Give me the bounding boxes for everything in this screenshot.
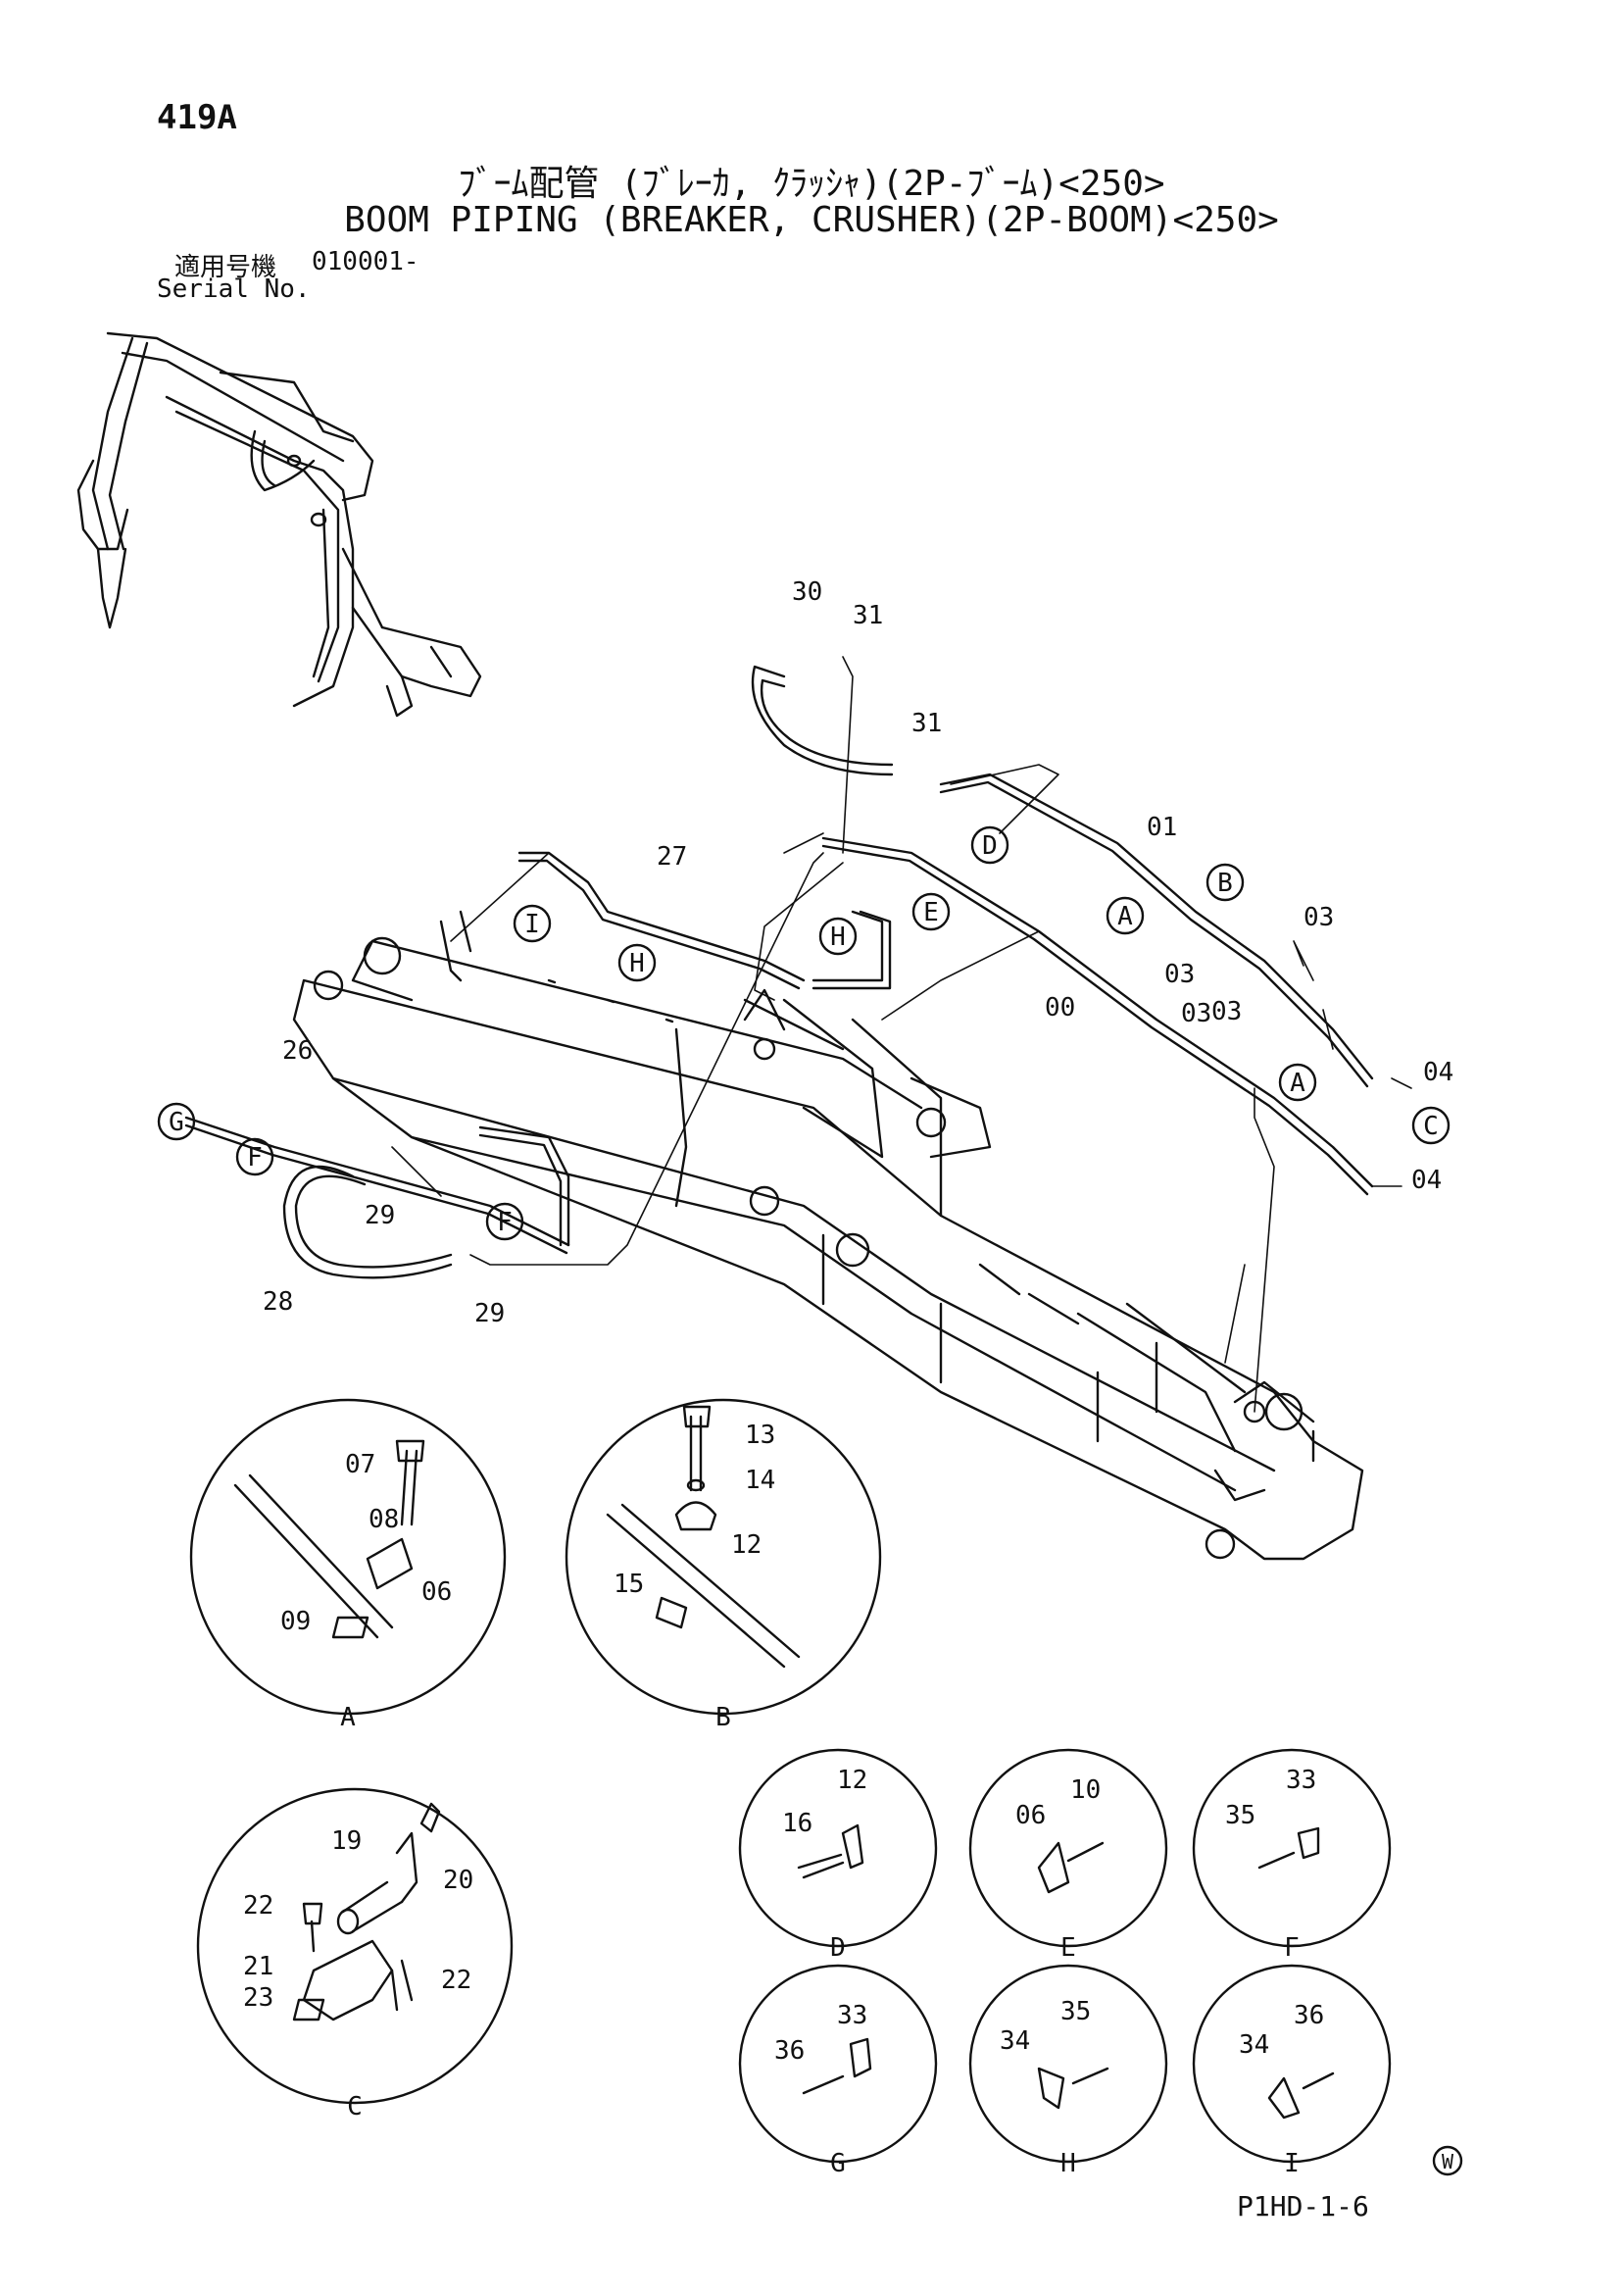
footer-mark-circle <box>1432 2145 1463 2176</box>
detail-view-label: G <box>830 2149 846 2178</box>
view-marker-label: G <box>169 1108 184 1137</box>
detail-view-label: D <box>830 1933 846 1963</box>
boom-assembly <box>292 910 1364 1561</box>
callout-label: 06 <box>421 1577 452 1607</box>
serial-number-value: 010001- <box>312 247 419 276</box>
footer-mark: W <box>1442 2150 1454 2173</box>
callout-label: 03 <box>1164 960 1195 989</box>
machine-overview-sketch <box>76 331 482 718</box>
view-marker-label: A <box>1117 902 1133 931</box>
callout-label: 01 <box>1147 813 1177 842</box>
callout-label: 30 <box>792 577 822 607</box>
callout-label: 16 <box>782 1809 812 1838</box>
callout-label: 22 <box>243 1891 273 1921</box>
callout-label: 10 <box>1070 1775 1101 1805</box>
detail-view-label: E <box>1060 1933 1076 1963</box>
callout-label: 13 <box>745 1421 775 1450</box>
view-marker-label: A <box>1290 1069 1305 1098</box>
main-callouts: 30 31 31 01 27 03 03 03 03 00 04 04 26 2… <box>263 577 1453 1328</box>
callout-label: 33 <box>1286 1766 1316 1795</box>
title-english: BOOM PIPING (BREAKER, CRUSHER)(2P-BOOM)<… <box>344 200 1279 240</box>
callout-label: 19 <box>331 1826 362 1856</box>
callout-label: 29 <box>474 1299 505 1328</box>
detail-view-label: I <box>1284 2149 1300 2178</box>
view-marker-label: C <box>1423 1112 1439 1141</box>
view-marker-label: F <box>247 1143 263 1173</box>
view-marker-label: F <box>497 1208 513 1237</box>
detail-view-label: B <box>715 1703 731 1732</box>
callout-label: 15 <box>614 1570 644 1599</box>
callout-label: 06 <box>1015 1801 1046 1830</box>
detail-b-parts <box>606 1405 801 1669</box>
view-marker-circles <box>157 825 1451 1241</box>
callout-label: 34 <box>1000 2026 1030 2056</box>
callout-label: 36 <box>1294 2001 1324 2030</box>
hydraulic-piping <box>184 665 1374 1279</box>
page-number: 419A <box>157 98 237 137</box>
small-detail-parts <box>797 1823 1335 2120</box>
callout-label: 07 <box>345 1450 375 1479</box>
callout-label: 03 <box>1211 997 1242 1026</box>
small-detail-callouts: 12 16 10 06 33 35 33 36 35 34 36 34 <box>774 1766 1324 2066</box>
leader-lines <box>391 656 1412 1413</box>
detail-b-callouts: 13 14 12 15 <box>614 1421 775 1599</box>
view-marker-label: I <box>524 910 540 939</box>
detail-view-label: C <box>347 2092 363 2121</box>
callout-label: 28 <box>263 1287 293 1317</box>
detail-circles <box>189 1398 1392 2164</box>
callout-label: 22 <box>441 1966 471 1995</box>
view-marker-label: H <box>830 923 846 952</box>
detail-a-callouts: 07 08 06 09 <box>280 1450 452 1636</box>
detail-view-label: A <box>340 1703 356 1732</box>
callout-label: 33 <box>837 2001 867 2030</box>
callout-label: 00 <box>1045 993 1075 1023</box>
callout-label: 35 <box>1225 1801 1255 1830</box>
figure-code: P1HD-1-6 <box>1237 2190 1369 2222</box>
detail-view-letters: A B C D E F G H I <box>340 1703 1300 2178</box>
callout-label: 31 <box>853 601 883 630</box>
callout-label: 23 <box>243 1983 273 2013</box>
callout-label: 04 <box>1423 1058 1453 1087</box>
callout-label: 08 <box>369 1505 399 1534</box>
view-marker-label: E <box>923 898 939 927</box>
detail-c-callouts: 19 20 22 21 23 22 <box>243 1826 473 2013</box>
callout-label: 35 <box>1060 1997 1091 2026</box>
view-marker-label: H <box>629 949 645 978</box>
view-marker-label: D <box>982 831 998 861</box>
callout-label: 12 <box>837 1766 867 1795</box>
callout-label: 03 <box>1181 999 1211 1028</box>
callout-label: 20 <box>443 1866 473 1895</box>
callout-label: 34 <box>1239 2030 1269 2060</box>
detail-c-parts <box>292 1802 441 2021</box>
callout-label: 29 <box>365 1201 395 1230</box>
callout-label: 36 <box>774 2036 805 2066</box>
title-japanese: ﾌﾞｰﾑ配管 (ﾌﾞﾚｰｶ, ｸﾗｯｼｬ)(2P-ﾌﾞｰﾑ)<250> <box>458 164 1165 204</box>
callout-label: 12 <box>731 1530 762 1560</box>
detail-a-parts <box>233 1439 425 1639</box>
view-marker-label: B <box>1217 869 1233 898</box>
serial-label-english: Serial No. <box>157 275 311 304</box>
main-view-markers: D B A I E H H C A G F F <box>169 831 1439 1237</box>
callout-label: 21 <box>243 1952 273 1981</box>
callout-label: 26 <box>282 1036 313 1066</box>
callout-label: 03 <box>1303 903 1334 932</box>
callout-label: 04 <box>1411 1166 1442 1195</box>
serial-label-japanese: 適用号機 <box>174 253 277 282</box>
callout-label: 14 <box>745 1466 775 1495</box>
callout-label: 09 <box>280 1607 311 1636</box>
detail-view-label: H <box>1060 2149 1076 2178</box>
callout-label: 31 <box>911 709 942 738</box>
detail-view-label: F <box>1284 1933 1300 1963</box>
callout-label: 27 <box>657 842 687 872</box>
